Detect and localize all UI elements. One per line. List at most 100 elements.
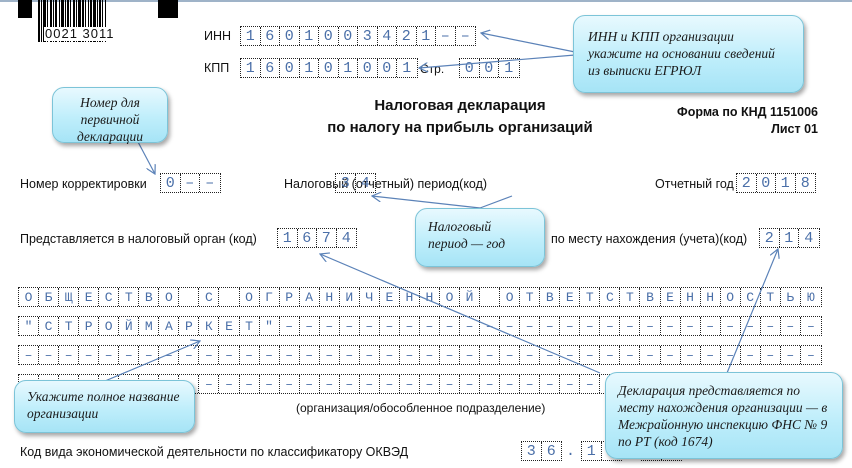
cell[interactable]: 6 <box>261 59 280 77</box>
cell[interactable]: 1 <box>504 59 514 77</box>
org-name-cell[interactable]: – <box>806 347 815 363</box>
org-name-cell[interactable]: Й <box>460 288 481 306</box>
org-name-cell[interactable]: – <box>420 317 440 335</box>
org-name-cell[interactable]: Ю <box>806 289 815 305</box>
org-name-cell[interactable]: Щ <box>59 288 80 306</box>
org-name-cell[interactable]: Н <box>420 288 440 306</box>
org-name-cell[interactable]: – <box>500 375 521 393</box>
cell[interactable]: 2 <box>760 229 780 247</box>
org-name-cell[interactable]: К <box>199 317 220 335</box>
org-name-cell[interactable]: – <box>159 346 180 364</box>
cell[interactable]: – <box>460 27 470 45</box>
org-name-cell[interactable]: – <box>540 317 561 335</box>
org-name-cell[interactable]: – <box>681 317 701 335</box>
org-name-cell[interactable]: " <box>19 317 40 335</box>
org-name-cell[interactable]: – <box>179 346 200 364</box>
cell[interactable]: 1 <box>582 442 602 460</box>
org-name-cell[interactable]: – <box>460 375 481 393</box>
org-name-cell[interactable]: – <box>580 317 601 335</box>
org-name-cell[interactable]: – <box>360 317 380 335</box>
org-name-cell[interactable]: – <box>681 346 701 364</box>
org-name-cell[interactable]: – <box>300 346 320 364</box>
cell[interactable]: 0 <box>339 27 358 45</box>
org-name-cell[interactable]: – <box>600 317 621 335</box>
cell[interactable]: 1 <box>776 174 796 192</box>
org-name-cell[interactable]: – <box>320 346 340 364</box>
org-name-cell[interactable]: – <box>661 346 681 364</box>
cell[interactable]: – <box>181 174 200 192</box>
org-name-cell[interactable]: – <box>380 346 400 364</box>
org-name-cell[interactable]: – <box>480 346 501 364</box>
org-name-cell[interactable]: – <box>240 375 260 393</box>
org-name-cell[interactable]: – <box>520 317 541 335</box>
org-name-cell[interactable]: А <box>159 317 180 335</box>
org-name-cell[interactable]: О <box>721 288 741 306</box>
org-name-cell[interactable]: – <box>620 317 641 335</box>
org-name-row-3[interactable]: –––––––––––––––––––––––––––––––––––––––– <box>18 345 822 365</box>
cell[interactable]: 0 <box>358 59 378 77</box>
org-name-cell[interactable]: – <box>806 318 815 334</box>
org-name-cell[interactable]: – <box>219 346 240 364</box>
org-name-cell[interactable]: – <box>781 346 801 364</box>
org-name-cell[interactable]: – <box>380 375 400 393</box>
org-name-cell[interactable]: Т <box>620 288 641 306</box>
org-name-cell[interactable]: С <box>99 288 120 306</box>
org-name-cell[interactable]: – <box>280 375 300 393</box>
cell[interactable]: 8 <box>800 174 810 192</box>
org-name-cell[interactable]: – <box>661 317 681 335</box>
cell[interactable]: 7 <box>317 229 337 247</box>
org-name-cell[interactable]: – <box>420 346 440 364</box>
org-name-cell[interactable]: Т <box>240 317 260 335</box>
cell[interactable]: – <box>205 174 215 192</box>
cell[interactable]: 1 <box>241 27 261 45</box>
org-name-cell[interactable]: – <box>440 346 461 364</box>
org-name-cell[interactable]: А <box>300 288 320 306</box>
org-name-cell[interactable]: – <box>460 346 481 364</box>
org-name-cell[interactable]: – <box>39 346 60 364</box>
org-name-cell[interactable]: – <box>340 375 360 393</box>
cell[interactable]: 1 <box>300 27 319 45</box>
org-name-cell[interactable]: – <box>560 317 581 335</box>
cell[interactable]: 1 <box>780 229 799 247</box>
org-name-cell[interactable]: – <box>139 346 160 364</box>
cell[interactable]: 2 <box>737 174 757 192</box>
org-name-cell[interactable]: – <box>340 317 360 335</box>
cell[interactable]: 6 <box>546 442 556 460</box>
org-name-cell[interactable]: " <box>260 317 280 335</box>
org-name-cell[interactable]: Й <box>119 317 140 335</box>
org-name-cell[interactable]: – <box>480 375 501 393</box>
cell[interactable]: 0 <box>480 59 499 77</box>
org-name-cell[interactable]: – <box>580 375 601 393</box>
org-name-cell[interactable]: – <box>540 346 561 364</box>
org-name-cell[interactable]: – <box>580 346 601 364</box>
org-name-cell[interactable]: – <box>540 375 561 393</box>
org-name-cell[interactable]: – <box>260 375 280 393</box>
org-name-cell[interactable]: О <box>440 288 461 306</box>
org-name-cell[interactable]: – <box>781 317 801 335</box>
org-name-cell[interactable]: – <box>420 375 440 393</box>
org-name-cell[interactable]: Т <box>761 288 781 306</box>
org-name-cell[interactable]: – <box>240 346 260 364</box>
org-name-cell[interactable]: – <box>520 375 541 393</box>
org-name-cell[interactable]: С <box>600 288 621 306</box>
cell[interactable]: 6 <box>261 27 280 45</box>
org-name-cell[interactable]: – <box>400 375 420 393</box>
cell[interactable]: 4 <box>804 229 814 247</box>
cell[interactable]: 3 <box>336 174 356 192</box>
cell[interactable]: 1 <box>417 27 436 45</box>
org-name-cell[interactable]: Н <box>701 288 721 306</box>
org-name-cell[interactable]: М <box>139 317 160 335</box>
cell[interactable]: 0 <box>757 174 776 192</box>
cell[interactable]: 0 <box>161 174 181 192</box>
org-name-cell[interactable]: Е <box>560 288 581 306</box>
org-name-cell[interactable]: Е <box>380 288 400 306</box>
org-name-cell[interactable]: – <box>320 317 340 335</box>
org-name-cell[interactable] <box>219 288 240 306</box>
org-name-cell[interactable]: – <box>500 346 521 364</box>
org-name-cell[interactable]: – <box>260 346 280 364</box>
